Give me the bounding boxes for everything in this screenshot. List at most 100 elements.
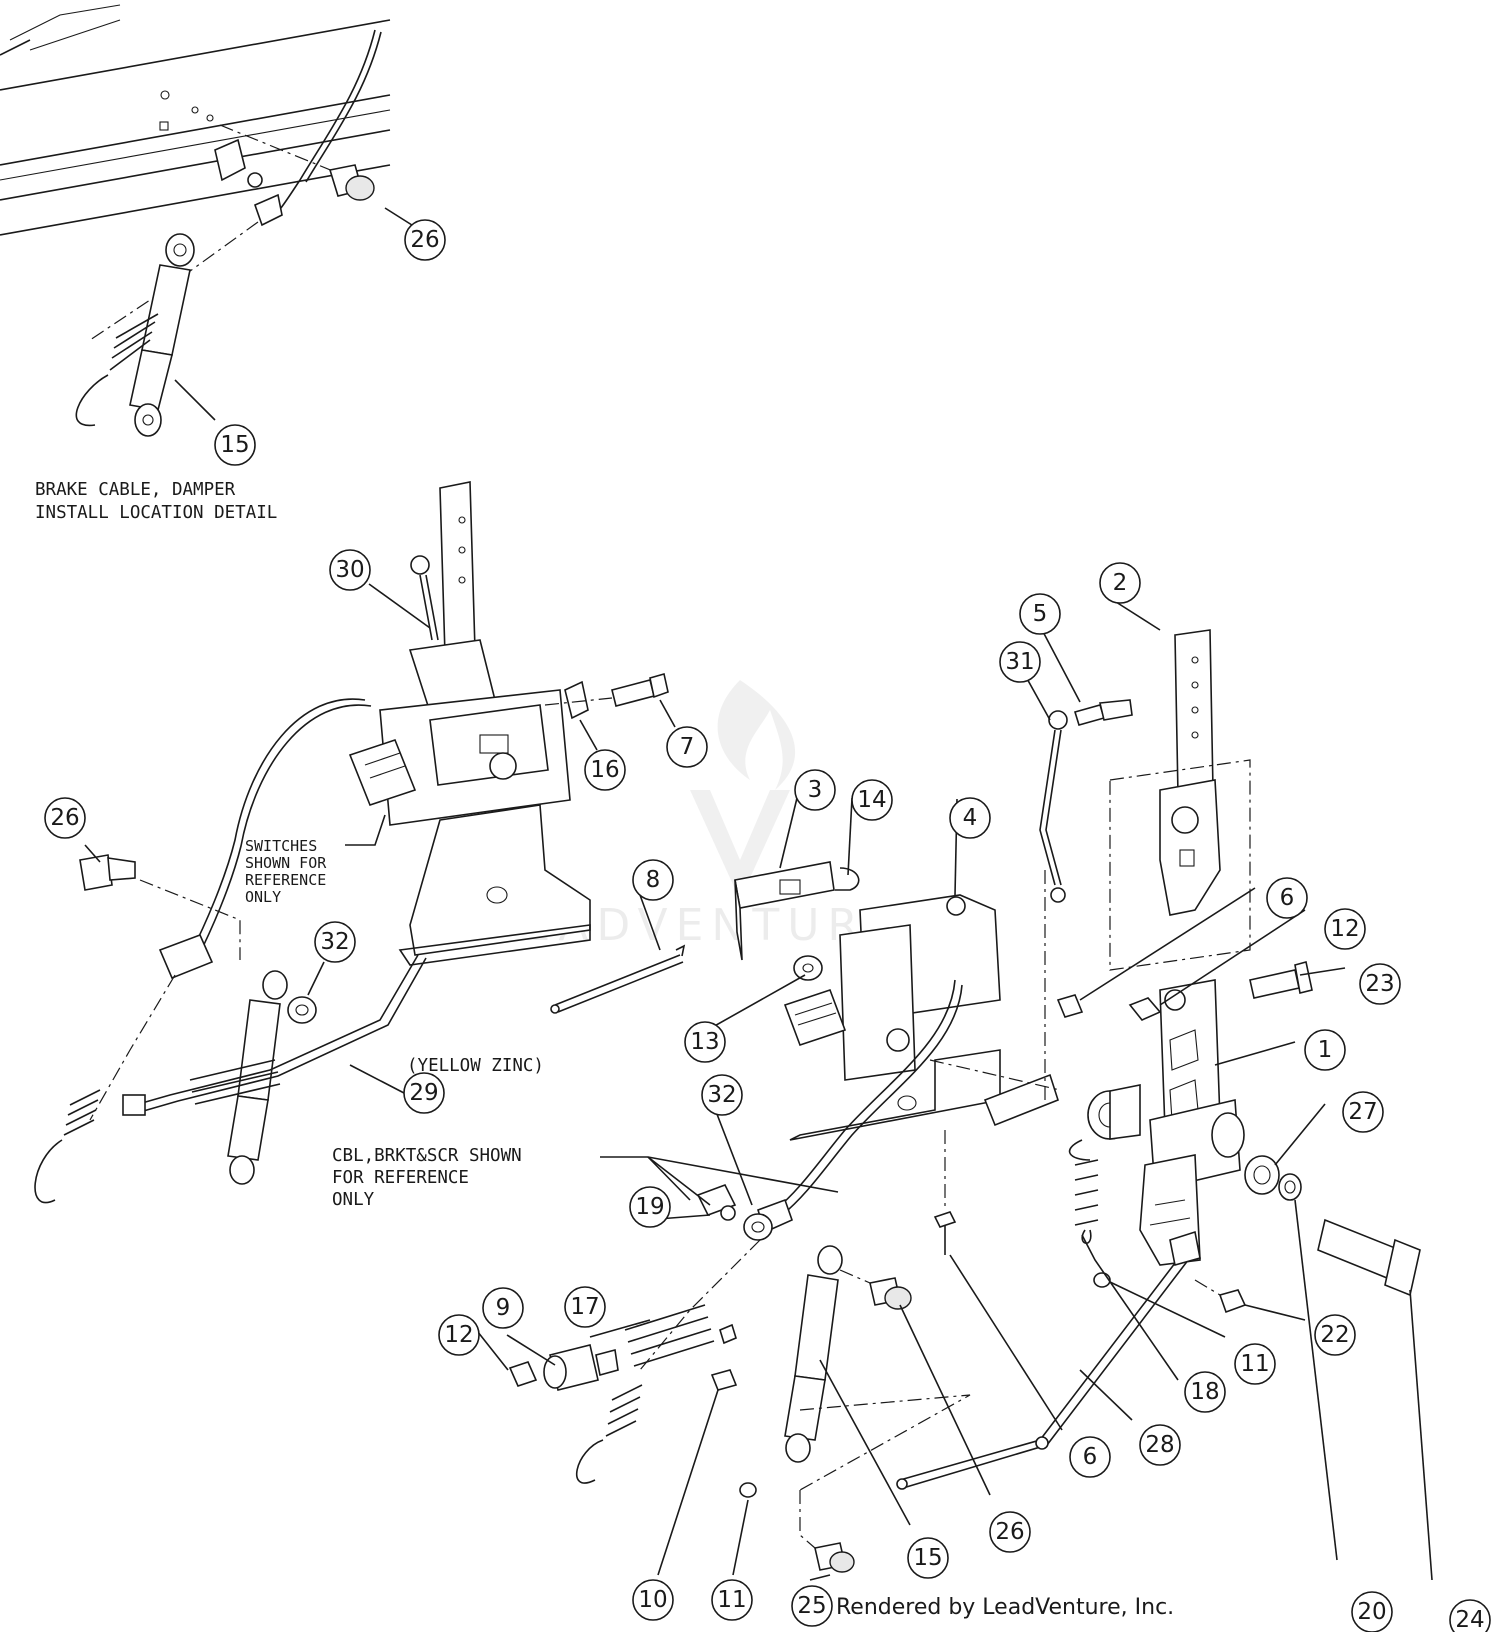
svg-text:18: 18 [1190,1379,1219,1405]
svg-text:7: 7 [680,734,695,760]
callout-27[interactable]: 27 [1342,1091,1384,1133]
callout-6[interactable]: 6 [1069,1436,1111,1478]
svg-text:19: 19 [635,1194,664,1220]
switch-center [783,988,847,1047]
callout-6[interactable]: 6 [1266,877,1308,919]
svg-text:22: 22 [1320,1322,1349,1348]
callout-11[interactable]: 11 [711,1579,753,1621]
detail-spring [75,313,159,427]
callout-14[interactable]: 14 [851,779,893,821]
svg-text:26: 26 [995,1519,1024,1545]
pedal-2 [1159,629,1221,916]
spring-17 [624,1304,737,1367]
svg-text:4: 4 [963,805,978,831]
nut-11-lower [739,1482,757,1498]
callout-9[interactable]: 9 [482,1287,524,1329]
callout-18[interactable]: 18 [1184,1371,1226,1413]
detail-frame-rail [0,4,391,236]
callout-1[interactable]: 1 [1304,1029,1346,1071]
washer-20 [1278,1173,1302,1201]
callout-22[interactable]: 22 [1314,1314,1356,1356]
bushing-right [1087,1084,1141,1140]
screw-22 [1194,1279,1247,1314]
callout-13[interactable]: 13 [684,1021,726,1063]
callout-16[interactable]: 16 [584,749,626,791]
rod-30 [410,555,439,641]
callout-26[interactable]: 26 [44,797,86,839]
spring-left [34,1089,101,1204]
nut-12-right [1128,997,1162,1021]
bushing-27 [1244,1155,1280,1195]
callout-3[interactable]: 3 [794,769,836,811]
callout-24[interactable]: 24 [1449,1599,1491,1632]
spring-18 [1068,1139,1099,1244]
callout-29[interactable]: 29 [403,1072,445,1114]
detail-title-line1: BRAKE CABLE, DAMPER [35,480,236,500]
bolt-6-lower [933,1130,957,1255]
detail-brake-cable [89,29,382,341]
callout-5[interactable]: 5 [1019,593,1061,635]
rod-29 [122,954,427,1116]
yellow-zinc-note: (YELLOW ZINC) [407,1056,544,1076]
svg-text:14: 14 [857,787,886,813]
svg-text:12: 12 [444,1322,473,1348]
svg-text:12: 12 [1330,916,1359,942]
callout-26[interactable]: 26 [989,1511,1031,1553]
svg-text:15: 15 [913,1545,942,1571]
callout-12[interactable]: 12 [1324,908,1366,950]
callout-26[interactable]: 26 [404,219,446,261]
svg-text:25: 25 [797,1593,826,1619]
svg-text:31: 31 [1005,649,1034,675]
callout-32[interactable]: 32 [314,921,356,963]
detail-screw-26 [328,164,375,201]
spacer-16 [564,680,589,720]
screw-26-lower [839,1269,912,1310]
callout-7[interactable]: 7 [666,726,708,768]
svg-text:8: 8 [646,867,661,893]
washer-32-left [287,996,317,1024]
cbl-note-line3: ONLY [332,1190,375,1210]
bolt-7 [544,672,669,707]
callout-25[interactable]: 25 [791,1585,833,1627]
callout-23[interactable]: 23 [1359,963,1401,1005]
dashed-guides [799,759,1251,1491]
callout-28[interactable]: 28 [1139,1424,1181,1466]
callout-2[interactable]: 2 [1099,562,1141,604]
callout-32[interactable]: 32 [701,1074,743,1116]
brake-cable-left [89,698,372,1121]
switches-note-line4: ONLY [245,888,281,906]
svg-text:23: 23 [1365,971,1394,997]
callout-19[interactable]: 19 [629,1186,671,1228]
callout-20[interactable]: 20 [1351,1591,1393,1632]
svg-text:17: 17 [570,1294,599,1320]
callout-15[interactable]: 15 [214,424,256,466]
detail-damper-15 [129,233,195,437]
callout-11[interactable]: 11 [1234,1343,1276,1385]
callout-17[interactable]: 17 [564,1286,606,1328]
svg-text:26: 26 [50,805,79,831]
callout-4[interactable]: 4 [949,797,991,839]
washer-32-center [743,1213,773,1241]
clip-14 [835,867,860,891]
callout-15[interactable]: 15 [907,1537,949,1579]
callout-30[interactable]: 30 [329,549,371,591]
rod-28 [896,1230,1201,1490]
callout-10[interactable]: 10 [632,1579,674,1621]
switches-note-line1: SWITCHES [245,837,317,855]
nut-10 [710,1369,738,1391]
cbl-note-line2: FOR REFERENCE [332,1168,469,1188]
svg-text:1: 1 [1318,1037,1333,1063]
switches-note-line2: SHOWN FOR [245,854,327,872]
cbl-note-line1: CBL,BRKT&SCR SHOWN [332,1146,522,1166]
switch-right [983,1073,1059,1127]
svg-text:16: 16 [590,757,619,783]
bolt-23 [1249,961,1313,999]
switch-left [348,739,417,806]
svg-text:13: 13 [690,1029,719,1055]
svg-text:11: 11 [717,1587,746,1613]
callout-12[interactable]: 12 [438,1314,480,1356]
callout-8[interactable]: 8 [632,859,674,901]
spring-lower [576,1239,761,1484]
callout-31[interactable]: 31 [999,641,1041,683]
